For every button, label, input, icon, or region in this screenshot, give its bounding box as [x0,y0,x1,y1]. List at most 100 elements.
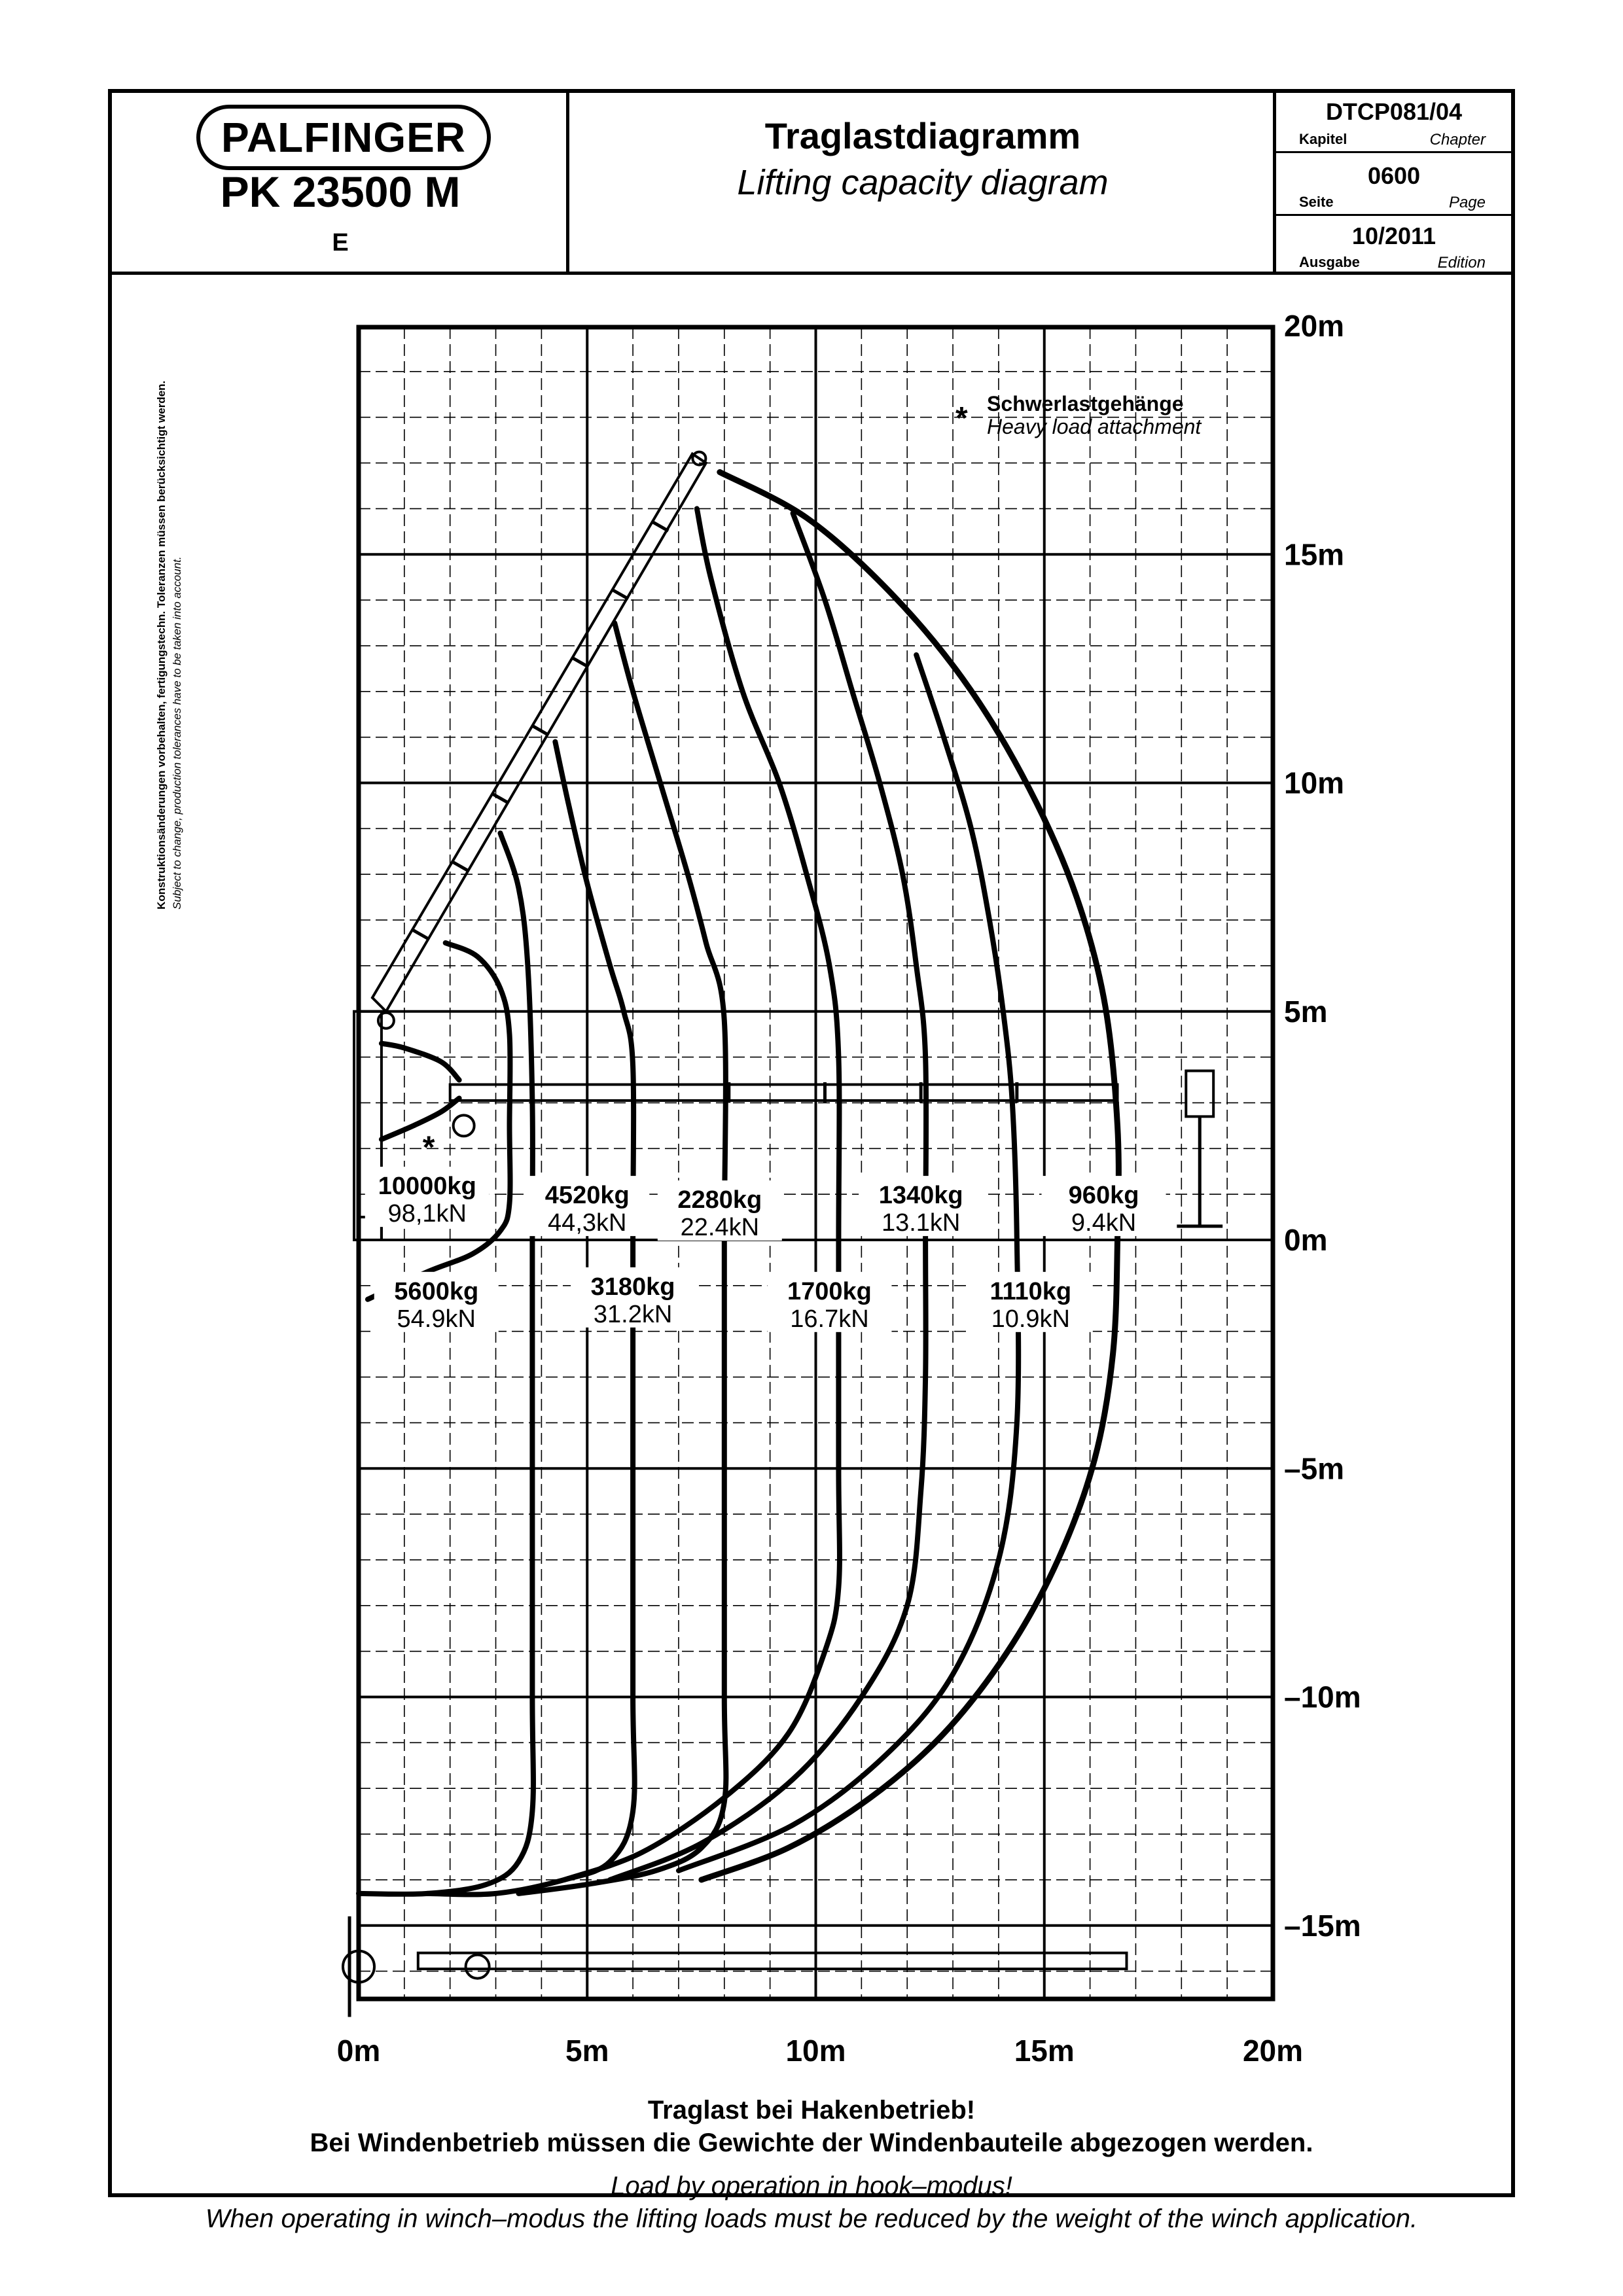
load-label-kn: 31.2kN [594,1301,672,1328]
heavy-load-marker: * [423,1130,435,1165]
brand-logo: PALFINGER [196,105,491,170]
page-number: 0600 [1367,162,1421,189]
crane-boom-raised [370,451,708,1014]
crane-boom-segment [651,520,669,533]
y-tick-label: –5m [1284,1451,1344,1485]
x-tick-label: 0m [337,2034,380,2068]
load-label-kn: 22.4kN [681,1214,759,1241]
crane-side-view [1185,1069,1215,1118]
y-tick-label: 20m [1284,309,1344,343]
load-label-kg: 3180kg [591,1273,675,1301]
meta-row-divider [1273,151,1515,153]
footer: Traglast bei Hakenbetrieb! Bei Windenbet… [115,2094,1508,2235]
chapter-label-en: Chapter [1429,131,1486,149]
load-curve-10000kg-low [378,1095,462,1142]
y-tick-label: –15m [1284,1909,1361,1943]
title-german: Traglastdiagramm [764,115,1081,156]
load-label-kn: 10.9kN [991,1305,1070,1333]
crane-top-view [416,1951,1128,1971]
load-label-kg: 1110kg [990,1278,1071,1305]
load-label-backing [859,1176,984,1237]
y-tick-label: 10m [1284,766,1344,800]
legend-symbol: * [955,401,968,436]
load-label-kn: 54.9kN [397,1305,476,1333]
load-label-backing [657,1180,782,1241]
issue-label-de: Ausgabe [1299,254,1360,270]
load-label-backing [767,1271,892,1332]
load-label-kg: 2280kg [677,1186,762,1214]
plot-border [356,325,1275,2002]
load-label-kg: 5600kg [394,1278,478,1305]
model-name: PK 23500 M [220,168,461,216]
load-curve-1340kg [607,510,929,1882]
load-label-kg: 10000kg [378,1173,476,1200]
load-label-kn: 44,3kN [548,1209,626,1237]
crane-boom-segment [571,656,590,669]
legend-text-en: Heavy load attachment [987,415,1202,438]
load-label-kn: 98,1kN [388,1200,467,1227]
x-tick-label: 10m [785,2034,846,2068]
load-curve-1110kg [675,652,1022,1873]
legend-text-de: Schwerlastgehänge [987,392,1184,415]
axis-ticks: 0m 5m 10m 15m 20m 20m 15m 10m 5m 0m –5m –10m –15m [337,309,1361,2068]
page-label-en: Page [1448,194,1486,211]
crane-boom-segment [411,928,429,941]
issue-label-en: Edition [1437,254,1486,272]
crane-drawing [342,450,1223,2017]
title-english: Lifting capacity diagram [737,163,1109,202]
load-label-backing [571,1267,696,1328]
crane-boom-segment [531,724,550,737]
meta-row-divider [1273,214,1515,216]
crane-joint [376,1011,395,1030]
load-curve-5600kg [365,940,513,1302]
crane-boom-tip [691,450,707,467]
load-label-backing [525,1176,650,1237]
load-label-kn: 16.7kN [790,1305,868,1333]
load-curve-4520kg [356,830,536,1897]
x-tick-label: 15m [1014,2034,1075,2068]
load-label-kg: 4520kg [545,1182,630,1209]
load-label-backing [968,1271,1093,1332]
page-frame [108,89,1515,2197]
x-tick-label: 5m [565,2034,609,2068]
y-tick-label: 0m [1284,1223,1327,1257]
load-curve-10000kg [378,1040,462,1083]
footer-en-line1: Load by operation in hook–modus! [611,2172,1012,2200]
crane-boom-segment [611,588,630,601]
y-tick-label: 15m [1284,537,1344,571]
header-divider [108,272,1515,275]
issue-date: 10/2011 [1351,222,1436,249]
load-label-backing [374,1271,499,1332]
crane-top-view-joint [464,1953,491,1980]
crane-boom-segment [451,860,469,873]
header-column-divider [566,89,569,274]
crane-top-view-joint [342,1949,376,1984]
page-label-de: Seite [1299,194,1334,210]
model-variant: E [332,229,349,256]
load-label-kg: 1340kg [879,1182,963,1209]
footer-de-line1: Traglast bei Hakenbetrieb! [647,2096,976,2125]
x-tick-label: 20m [1243,2034,1303,2068]
crane-joint [452,1114,476,1138]
chapter-label-de: Kapitel [1299,131,1347,147]
load-label-kn: 13.1kN [882,1209,960,1237]
legend: * Schwerlastgehänge Heavy load attachmen… [955,392,1202,438]
document-code: DTCP081/04 [1325,98,1463,125]
footer-en-line2: When operating in winch–modus the liftin… [205,2204,1418,2233]
y-tick-label: –10m [1284,1680,1361,1714]
load-label-kg: 960kg [1069,1182,1139,1209]
load-label-kn: 9.4kN [1071,1209,1136,1237]
brand-name: PALFINGER [221,114,467,161]
header-column-divider [1273,89,1276,274]
load-label-backing [1041,1176,1166,1237]
y-tick-label: 5m [1284,995,1327,1029]
load-curve-1700kg [562,506,842,1882]
load-label-kg: 1700kg [787,1278,872,1305]
load-label-backing [365,1167,490,1227]
load-curve-2280kg [516,620,729,1896]
grid-major [359,327,1273,1999]
footer-de-line2: Bei Windenbetrieb müssen die Gewichte de… [310,2128,1313,2157]
crane-boom-segment [491,792,509,805]
